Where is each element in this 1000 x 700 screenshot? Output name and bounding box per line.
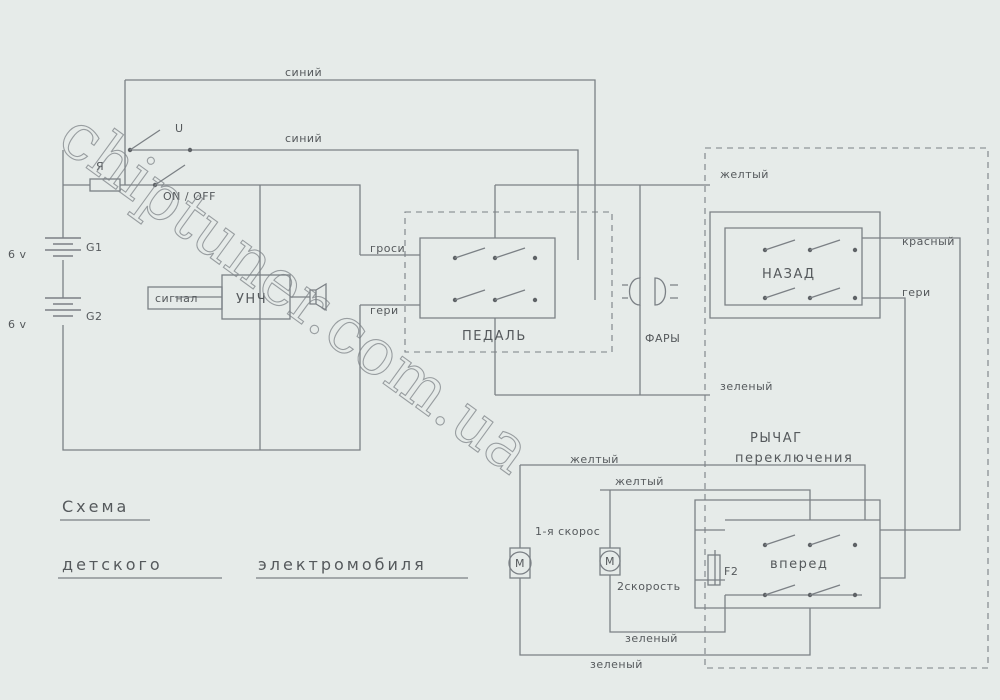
wire-label-yellow-gear-inner: желтый <box>615 475 664 488</box>
battery-g1-label: G1 <box>86 241 103 254</box>
fuse-f2 <box>707 554 721 586</box>
wire-label-blue-top: синий <box>285 66 322 79</box>
wire-label-green-gear-inner: зеленый <box>625 632 678 645</box>
speed-1-label: 1-я скорос <box>535 525 600 538</box>
forward-label: вперед <box>770 557 828 572</box>
switch-contacts <box>127 129 858 598</box>
headlights-label: ФАРЫ <box>645 332 680 345</box>
wire-label-geri-left: гери <box>370 304 399 317</box>
battery-g2-label: G2 <box>86 310 103 323</box>
fuse-f1 <box>89 178 121 192</box>
speed-2-label: 2скорость <box>617 580 681 593</box>
wire-label-yellow-gear-outer: желтый <box>570 453 619 466</box>
wire-label-geri-right: гери <box>902 286 931 299</box>
watermark: chiptuner.com.ua <box>46 98 545 489</box>
motor-1-letter: M <box>515 557 525 570</box>
fuse-f2-label: F2 <box>724 565 738 578</box>
wire-label-red: красный <box>902 235 955 248</box>
pedal-label: ПЕДАЛЬ <box>462 329 527 344</box>
dashed-enclosures <box>404 147 989 669</box>
title-line1: Схема <box>62 497 129 516</box>
wire-label-grosi: гроси <box>370 242 405 255</box>
headlights-icon <box>622 277 678 306</box>
battery-g2 <box>45 297 81 317</box>
lever-label-line1: РЫЧАГ <box>750 431 803 446</box>
power-switch-label: ON / OFF <box>163 190 216 203</box>
voltage-label-2: 6 v <box>8 318 27 331</box>
wire-label-green-headlights: зеленый <box>720 380 773 393</box>
wire-label-yellow-top: желтый <box>720 168 769 181</box>
wire-label-green-bottom: зеленый <box>590 658 643 671</box>
title-line2b: электромобиля <box>258 555 427 574</box>
speaker-icon <box>309 282 327 312</box>
fuse-f1-label: Я <box>96 160 104 173</box>
signal-label: сигнал <box>155 292 198 305</box>
reverse-label: НАЗАД <box>762 267 816 282</box>
switch-mark-label: U <box>175 122 184 135</box>
motor-2-icon <box>599 547 621 576</box>
motor-2-letter: M <box>605 555 615 568</box>
wiring <box>62 79 961 656</box>
battery-g1 <box>45 237 81 257</box>
lever-label-line2: переключения <box>735 451 853 466</box>
motor-1-icon <box>508 547 532 579</box>
signal-button-box <box>147 286 223 310</box>
voltage-label-1: 6 v <box>8 248 27 261</box>
title-line2a: детского <box>62 555 163 574</box>
wire-label-blue-second: синий <box>285 132 322 145</box>
amplifier-label: УНЧ <box>236 292 267 307</box>
